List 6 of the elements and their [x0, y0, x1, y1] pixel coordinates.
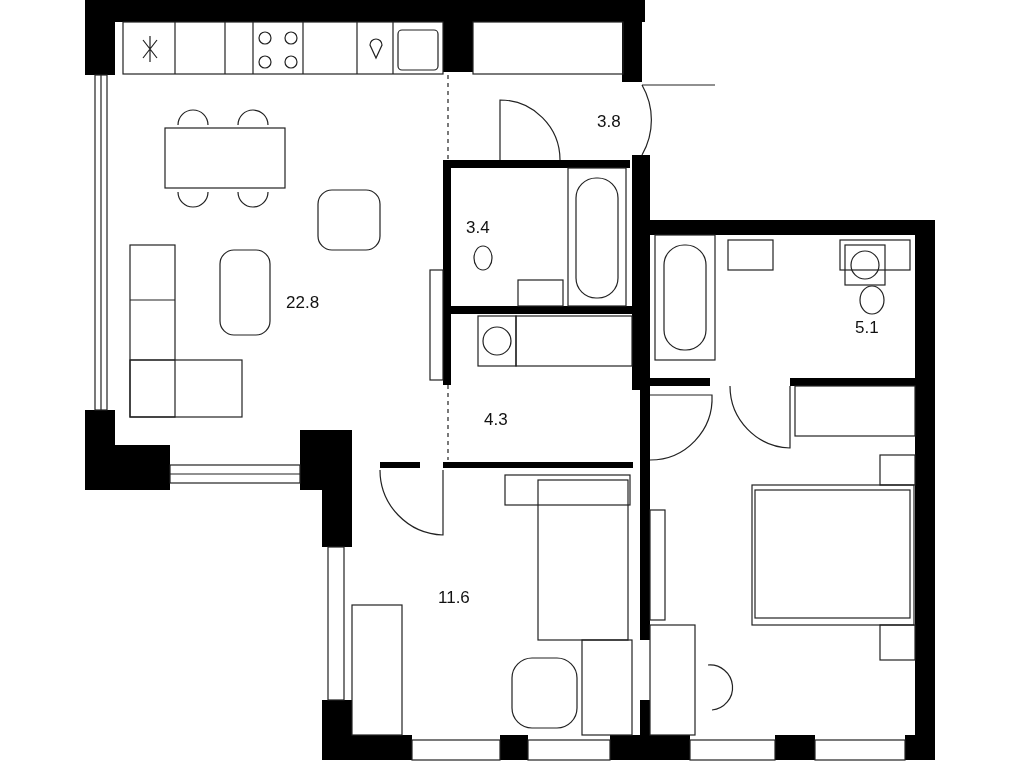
room-area: 3.8 — [597, 112, 621, 132]
room-area: 4.3 — [484, 410, 508, 430]
room-area: 5.1 — [855, 318, 879, 338]
room-area: 22.8 — [286, 293, 320, 313]
room-area: 3.4 — [466, 218, 490, 238]
room-area: 11.6 — [438, 588, 470, 608]
